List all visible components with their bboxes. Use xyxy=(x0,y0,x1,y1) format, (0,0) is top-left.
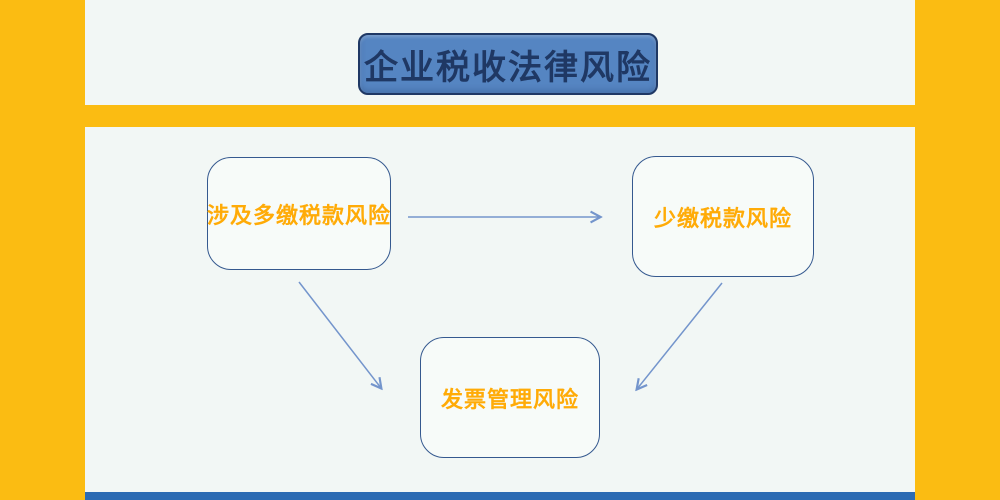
bottom-accent-bar xyxy=(85,492,915,500)
diagram-title-box: 企业税收法律风险 xyxy=(358,33,658,95)
diagram-title: 企业税收法律风险 xyxy=(364,48,652,87)
node-underpaid-tax-risk: 少缴税款风险 xyxy=(632,156,814,277)
node-invoice-management-risk: 发票管理风险 xyxy=(420,337,600,458)
node-underpaid-tax-risk-label: 少缴税款风险 xyxy=(653,205,792,231)
node-invoice-management-risk-label: 发票管理风险 xyxy=(440,386,579,412)
node-overpaid-tax-risk: 涉及多缴税款风险 xyxy=(207,157,391,270)
node-overpaid-tax-risk-label: 涉及多缴税款风险 xyxy=(207,202,392,228)
